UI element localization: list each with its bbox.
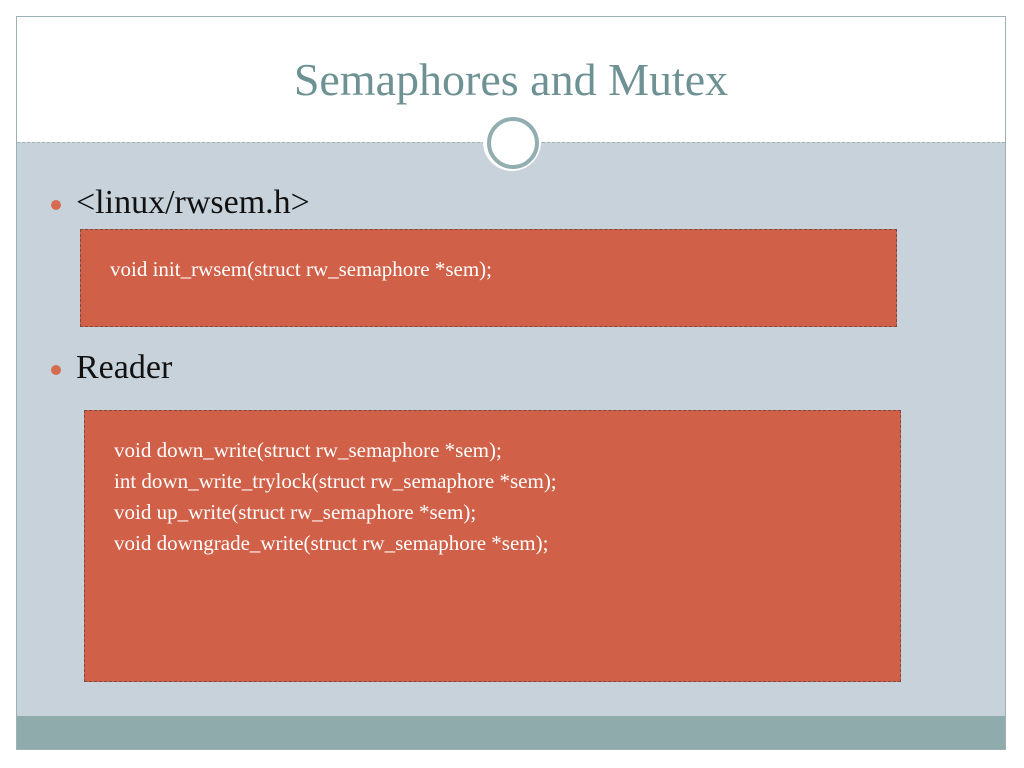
code-block-init: void init_rwsem(struct rw_semaphore *sem…: [80, 229, 897, 327]
code-line: void up_write(struct rw_semaphore *sem);: [114, 500, 477, 524]
code-line: void init_rwsem(struct rw_semaphore *sem…: [110, 257, 492, 281]
bullet-dot-icon: [51, 200, 61, 210]
code-line: void downgrade_write(struct rw_semaphore…: [114, 531, 549, 555]
bullet-dot-icon: [51, 365, 61, 375]
footer-band: [17, 716, 1005, 749]
code-line: int down_write_trylock(struct rw_semapho…: [114, 469, 557, 493]
bullet-text: Reader: [76, 349, 173, 386]
circle-ornament-icon: [483, 113, 541, 171]
ring-icon: [487, 117, 539, 169]
slide: Semaphores and Mutex <linux/rwsem.h> voi…: [16, 16, 1006, 750]
bullet-text: <linux/rwsem.h>: [76, 184, 310, 221]
slide-title: Semaphores and Mutex: [293, 54, 729, 105]
code-block-writer: void down_write(struct rw_semaphore *sem…: [84, 410, 901, 682]
code-line: void down_write(struct rw_semaphore *sem…: [114, 438, 502, 462]
